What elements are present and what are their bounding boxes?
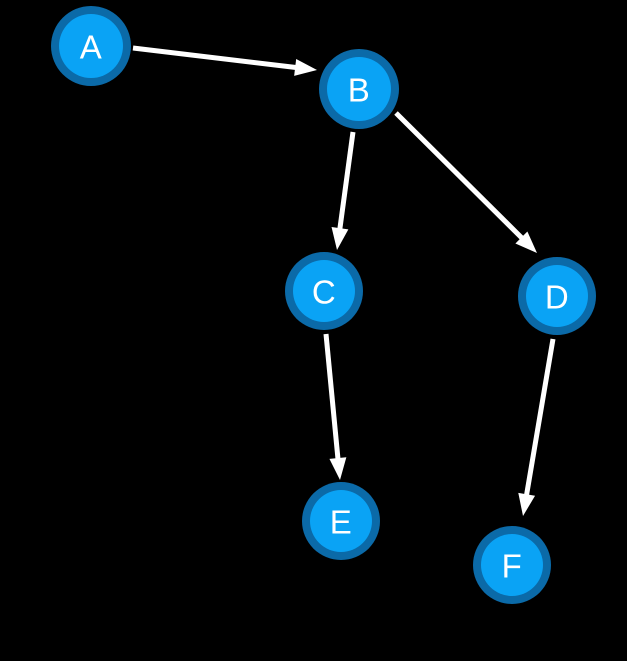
edge-b-d[interactable]: B to D [394,111,537,253]
edge-layer: A to B B to C B to D C to E D to F [132,45,556,516]
node-core-e [310,490,372,552]
edge-d-f[interactable]: D to F [518,338,556,516]
edge-line-b-c [337,131,356,232]
edge-b-c[interactable]: B to C [331,131,356,250]
node-label-c: C [312,274,336,311]
node-core-a [59,14,123,78]
node-c[interactable]: C [285,252,363,330]
node-core-f [481,534,543,596]
node-label-f: F [502,548,523,585]
node-d[interactable]: D [518,257,596,335]
node-a[interactable]: A [51,6,131,86]
node-label-e: E [330,504,353,541]
node-f[interactable]: F [473,526,551,604]
arrowhead-icon-b-c [331,227,349,250]
edge-c-e[interactable]: C to E [323,333,347,480]
arrowhead-icon-a-b [294,58,317,76]
node-e[interactable]: E [302,482,380,560]
edge-line-d-f [523,338,556,498]
arrowhead-icon-c-e [329,457,347,480]
arrowhead-icon-d-f [518,492,536,516]
node-core-c [293,260,355,322]
arrowhead-icon-b-d [515,231,537,253]
node-label-d: D [545,279,569,316]
node-core-b [327,57,391,121]
edge-line-b-d [394,111,526,242]
edge-line-c-e [323,333,341,462]
node-label-a: A [80,29,103,66]
edge-a-b[interactable]: A to B [132,45,317,76]
node-label-b: B [348,72,371,109]
node-core-d [526,265,588,327]
edge-line-a-b [132,45,299,71]
node-b[interactable]: B [319,49,399,129]
node-layer: A B C D E F [51,6,596,604]
